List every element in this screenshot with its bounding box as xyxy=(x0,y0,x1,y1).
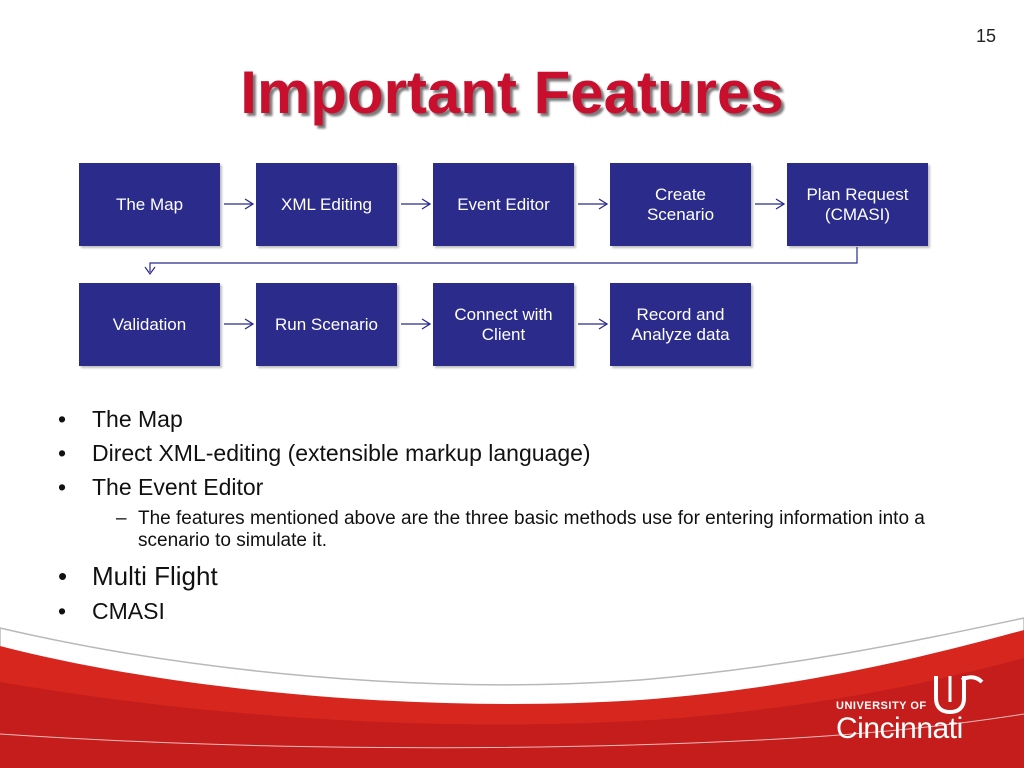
flow-box-plan-request: Plan Request (CMASI) xyxy=(787,163,928,246)
slide-title: Important Features xyxy=(240,59,784,126)
bullet-item: Direct XML-editing (extensible markup la… xyxy=(58,436,978,470)
sub-bullet-item: – The features mentioned above are the t… xyxy=(58,504,978,558)
page-number: 15 xyxy=(975,26,996,46)
flow-box-validation: Validation xyxy=(79,283,220,366)
arrow-right-icon xyxy=(223,197,255,211)
university-logo: UNIVERSITY OF Cincinnati xyxy=(836,672,996,748)
flow-box-the-map: The Map xyxy=(79,163,220,246)
bullet-item: The Map xyxy=(58,402,978,436)
bullet-list: The Map Direct XML-editing (extensible m… xyxy=(58,402,978,628)
flow-box-create-scenario: Create Scenario xyxy=(610,163,751,246)
dash-marker: – xyxy=(116,508,127,529)
bullet-item: Multi Flight xyxy=(58,558,978,594)
sub-bullet-text: The features mentioned above are the thr… xyxy=(138,508,925,551)
arrow-right-icon xyxy=(223,317,255,331)
flow-box-xml-editing: XML Editing xyxy=(256,163,397,246)
uc-monogram-icon xyxy=(934,675,984,715)
flow-box-run-scenario: Run Scenario xyxy=(256,283,397,366)
arrow-right-icon xyxy=(577,197,609,211)
arrow-right-icon xyxy=(754,197,786,211)
arrow-right-icon xyxy=(400,317,432,331)
flow-box-event-editor: Event Editor xyxy=(433,163,574,246)
flow-box-connect-with-client: Connect with Client xyxy=(433,283,574,366)
arrow-right-icon xyxy=(400,197,432,211)
bullet-item: The Event Editor xyxy=(58,470,978,504)
bullet-item: CMASI xyxy=(58,594,978,628)
flow-box-record-and-analyze: Record and Analyze data xyxy=(610,283,751,366)
logo-cincinnati: Cincinnati xyxy=(836,712,963,745)
footer-swoosh xyxy=(0,617,1024,768)
arrow-right-icon xyxy=(577,317,609,331)
logo-university-of: UNIVERSITY OF xyxy=(836,700,927,712)
